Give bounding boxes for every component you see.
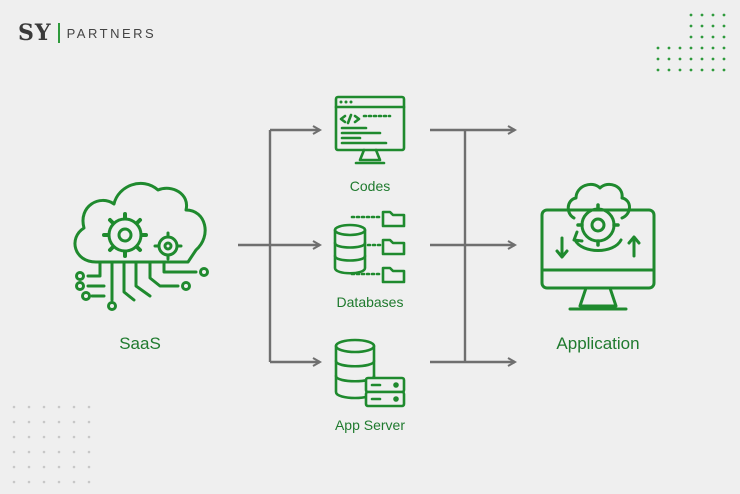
- decor-dot: [87, 465, 91, 469]
- decor-dot: [722, 13, 726, 17]
- decor-dot: [57, 420, 61, 424]
- decor-dot: [656, 68, 660, 72]
- decor-dot: [42, 405, 46, 409]
- decor-dot: [42, 435, 46, 439]
- decor-dot: [87, 480, 91, 484]
- decor-dot: [722, 24, 726, 28]
- decor-dot: [12, 405, 16, 409]
- decor-dot: [678, 68, 682, 72]
- decor-dot: [12, 465, 16, 469]
- decor-dot: [87, 420, 91, 424]
- decor-dot: [72, 480, 76, 484]
- decor-dot: [700, 57, 704, 61]
- decor-dot: [656, 57, 660, 61]
- decor-dot: [689, 68, 693, 72]
- decor-dot: [667, 46, 671, 50]
- brand-mark: SY: [18, 20, 52, 46]
- decor-dots-top-right: [656, 13, 726, 72]
- decor-dot: [57, 450, 61, 454]
- decor-dot: [87, 450, 91, 454]
- decor-dot: [12, 480, 16, 484]
- node-label-codes: Codes: [349, 178, 391, 194]
- node-label-application: Application: [556, 334, 640, 353]
- decor-dot: [57, 480, 61, 484]
- decor-dot: [27, 480, 31, 484]
- decor-dot: [42, 480, 46, 484]
- decor-dot: [667, 57, 671, 61]
- brand-logo: SY PARTNERS: [18, 20, 156, 46]
- decor-dot: [27, 465, 31, 469]
- decor-dot: [57, 405, 61, 409]
- decor-dot: [711, 35, 715, 39]
- decor-dot: [27, 450, 31, 454]
- decor-dot: [27, 435, 31, 439]
- decor-dot: [722, 46, 726, 50]
- decor-dots-bottom-left: [12, 405, 91, 484]
- decor-dot: [711, 46, 715, 50]
- node-label-saas: SaaS: [119, 334, 161, 353]
- brand-name: PARTNERS: [66, 25, 157, 41]
- decor-dot: [656, 46, 660, 50]
- connectors: [238, 130, 515, 362]
- decor-dot: [72, 465, 76, 469]
- decor-dot: [72, 405, 76, 409]
- decor-dot: [700, 35, 704, 39]
- decor-dot: [72, 450, 76, 454]
- node-label-app-server: App Server: [334, 417, 406, 433]
- decor-dot: [27, 420, 31, 424]
- decor-dot: [711, 57, 715, 61]
- decor-dot: [87, 435, 91, 439]
- database-folders-icon: [333, 210, 406, 284]
- decor-dot: [667, 68, 671, 72]
- decor-dot: [87, 405, 91, 409]
- decor-dot: [689, 24, 693, 28]
- server-database-icon: [334, 338, 406, 408]
- decor-dot: [711, 24, 715, 28]
- decor-dot: [722, 57, 726, 61]
- decor-dot: [72, 435, 76, 439]
- decor-dot: [42, 450, 46, 454]
- decor-dot: [42, 420, 46, 424]
- decor-dot: [12, 450, 16, 454]
- decor-dot: [42, 465, 46, 469]
- decor-dot: [700, 24, 704, 28]
- decor-dot: [689, 46, 693, 50]
- decor-dot: [700, 46, 704, 50]
- node-label-databases: Databases: [336, 294, 404, 310]
- monitor-cloud-sync-icon: [540, 182, 656, 311]
- decor-dot: [722, 35, 726, 39]
- decor-dot: [27, 405, 31, 409]
- decor-dot: [678, 46, 682, 50]
- decor-dot: [57, 465, 61, 469]
- cloud-gears-circuit-icon: [73, 181, 209, 311]
- decor-dot: [722, 68, 726, 72]
- decor-dot: [700, 68, 704, 72]
- decor-dot: [57, 435, 61, 439]
- code-monitor-icon: [334, 95, 406, 165]
- decor-dot: [689, 13, 693, 17]
- decor-dot: [12, 420, 16, 424]
- decor-dot: [711, 13, 715, 17]
- decor-dot: [689, 35, 693, 39]
- decor-dot: [12, 435, 16, 439]
- brand-divider: [57, 23, 60, 43]
- decor-dot: [711, 68, 715, 72]
- decor-dot: [72, 420, 76, 424]
- decor-dot: [678, 57, 682, 61]
- decor-dot: [700, 13, 704, 17]
- decor-dot: [689, 57, 693, 61]
